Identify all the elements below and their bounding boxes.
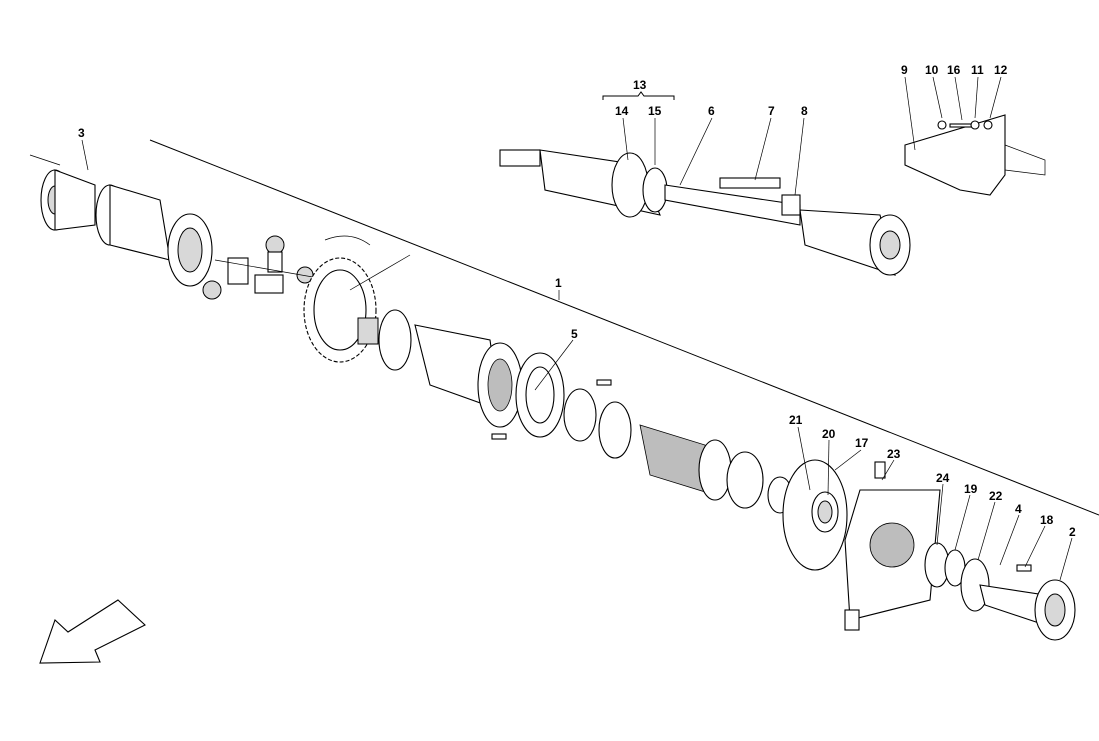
oil-seal[interactable] [811, 491, 839, 533]
callout-16: 16 [947, 63, 961, 77]
callout-2: 2 [1069, 525, 1076, 539]
drive-shaft-bolt[interactable] [719, 177, 781, 189]
callout-13-bracket [602, 91, 675, 100]
callout-19: 19 [964, 482, 978, 496]
right-output-flange[interactable] [979, 564, 1076, 641]
callout-20: 20 [822, 427, 836, 441]
callout-8: 8 [801, 104, 808, 118]
callout-21: 21 [789, 413, 803, 427]
bearing-rings[interactable] [924, 542, 990, 612]
callout-9: 9 [901, 63, 908, 77]
leader-lines [81, 76, 1073, 581]
arrow-down-left-icon [39, 599, 146, 664]
side-cover[interactable] [844, 461, 941, 631]
callout-23: 23 [887, 447, 901, 461]
callout-6: 6 [708, 104, 715, 118]
case-bolts[interactable] [491, 379, 612, 440]
callout-3: 3 [78, 126, 85, 140]
callout-4: 4 [1015, 502, 1022, 516]
assembly-axis-line [149, 139, 1099, 516]
callout-1: 1 [555, 276, 562, 290]
callout-11: 11 [971, 63, 984, 77]
heat-shield[interactable] [904, 114, 1046, 196]
callout-12: 12 [994, 63, 1008, 77]
callout-24: 24 [936, 471, 950, 485]
callout-13: 13 [633, 78, 647, 92]
clutch-pack[interactable] [563, 388, 793, 514]
callout-14: 14 [615, 104, 629, 118]
callout-7: 7 [768, 104, 775, 118]
drive-shaft-clamp[interactable] [781, 194, 801, 216]
differential-spider-gears[interactable] [202, 235, 331, 300]
callout-17: 17 [855, 436, 869, 450]
left-output-flange[interactable] [29, 154, 213, 287]
drive-shaft-assembly[interactable] [499, 149, 911, 276]
callout-5: 5 [571, 327, 578, 341]
callout-22: 22 [989, 489, 1003, 503]
callout-10: 10 [925, 63, 939, 77]
callout-15: 15 [648, 104, 662, 118]
callout-18: 18 [1040, 513, 1054, 527]
differential-case[interactable] [357, 309, 565, 438]
